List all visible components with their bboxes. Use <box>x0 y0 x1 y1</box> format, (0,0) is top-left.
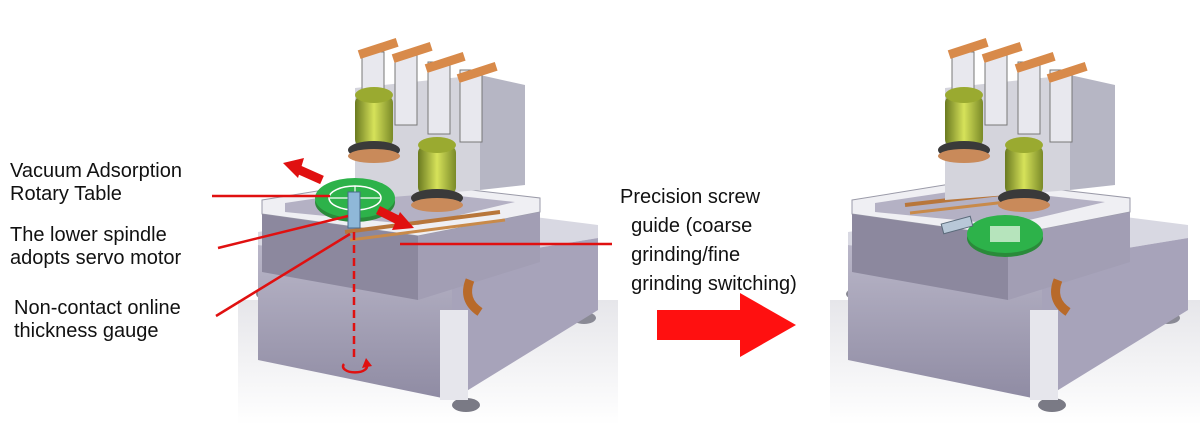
leader-lower-spindle <box>217 214 349 250</box>
screw-rail <box>909 199 1016 215</box>
vacuum-rotary-table <box>967 215 1043 257</box>
rotation-arrow-head <box>362 358 372 368</box>
base-edge <box>1030 310 1058 400</box>
coolant-hose <box>463 278 483 316</box>
label-lower-spindle: The lower spindle adopts servo motor <box>10 224 182 269</box>
grinding-head-2 <box>998 137 1050 212</box>
coolant-hose <box>1051 278 1071 316</box>
grinding-head-2 <box>411 137 463 212</box>
tub-side <box>418 212 540 300</box>
motion-arrow-head <box>392 212 414 230</box>
motion-arrow-head <box>283 158 304 178</box>
machine-before <box>238 38 618 425</box>
machine-after <box>830 38 1200 425</box>
thickness-gauge-probe <box>940 215 974 235</box>
foot <box>1038 398 1066 412</box>
grinding-head-1 <box>938 87 990 163</box>
base-side <box>1042 238 1188 400</box>
label-thickness-gauge: Non-contact online thickness gauge <box>14 297 181 342</box>
column-side <box>1070 75 1115 190</box>
foot <box>452 398 480 412</box>
grinding-head-1 <box>348 87 400 163</box>
transition-arrow <box>657 293 796 357</box>
column-side <box>480 75 525 190</box>
leader-thickness-gauge <box>215 232 351 318</box>
label-screw-guide: Precision screw guide (coarse grinding/f… <box>620 186 797 295</box>
screw-rail <box>349 218 506 242</box>
base-edge <box>440 310 468 400</box>
screw-rail <box>344 210 501 234</box>
thickness-gauge-probe <box>347 191 361 229</box>
base-side <box>452 238 598 400</box>
label-vacuum-table: Vacuum Adsorption Rotary Table <box>10 160 182 205</box>
